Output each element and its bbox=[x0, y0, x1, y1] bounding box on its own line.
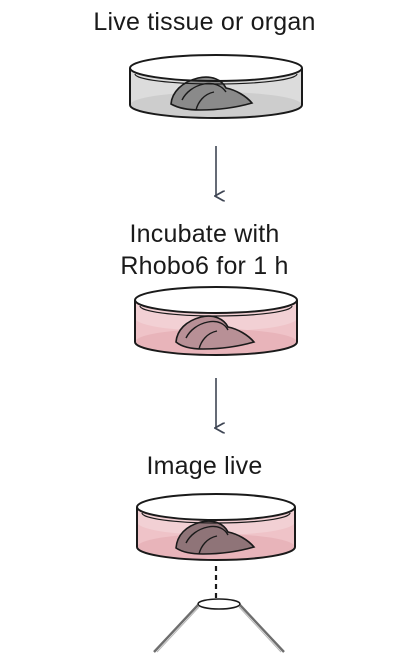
step-3-label: Image live bbox=[0, 450, 409, 482]
petri-dish-2-icon bbox=[134, 286, 298, 356]
step-1-label-line-1: Live tissue or organ bbox=[93, 8, 316, 36]
petri-dish-1-icon bbox=[129, 54, 303, 119]
step-3-label-line-1: Image live bbox=[146, 452, 263, 480]
step-2-label-line-2: Rhobo6 for 1 h bbox=[120, 252, 289, 280]
step-2-label: Incubate with Rhobo6 for 1 h bbox=[0, 218, 409, 282]
step-1-label: Live tissue or organ bbox=[0, 6, 409, 38]
petri-dish-3-icon bbox=[136, 493, 296, 561]
tissue-2-icon bbox=[175, 315, 256, 350]
step-2-label-line-1: Incubate with bbox=[129, 220, 280, 248]
microscope-objective-icon bbox=[153, 598, 285, 653]
